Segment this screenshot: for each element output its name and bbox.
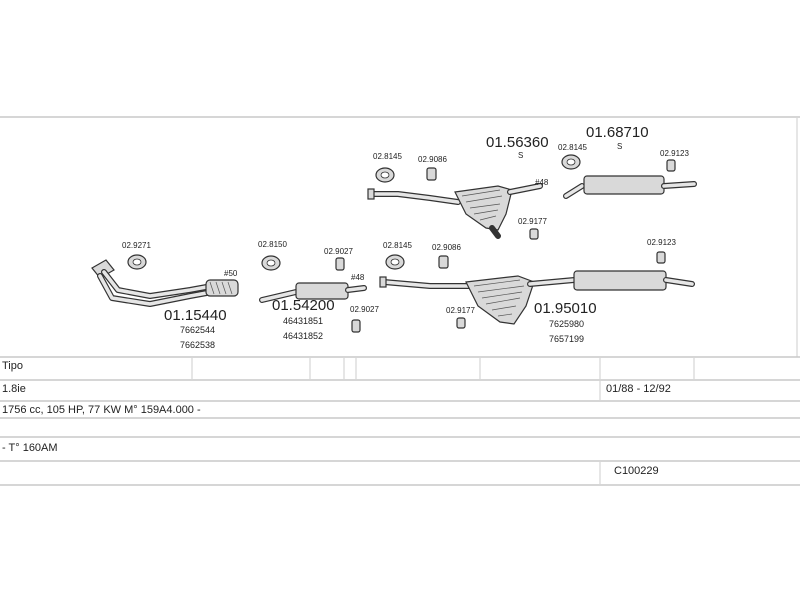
part-number-01-95010: 01.95010 <box>534 300 597 317</box>
upper-front-pipe <box>367 188 461 205</box>
upper-tail-muffler-part[interactable] <box>563 175 697 199</box>
part-number-01-56360: 01.56360 <box>486 134 549 151</box>
fitting-label: 02.8145 <box>383 241 412 250</box>
table-code: C100229 <box>614 465 659 477</box>
ref-number: 46431851 <box>283 316 323 326</box>
fitting-label: 02.8150 <box>258 240 287 249</box>
clamp-icon[interactable] <box>127 254 147 270</box>
fitting-label: 02.8145 <box>373 152 402 161</box>
hanger-icon[interactable] <box>456 317 466 329</box>
clamp-icon[interactable] <box>375 167 395 183</box>
diameter-label: #48 <box>535 178 549 187</box>
fitting-label: 02.9086 <box>432 243 461 252</box>
fitting-label: 02.9271 <box>122 241 151 250</box>
clamp-icon[interactable] <box>261 255 281 271</box>
part-number-01-68710: 01.68710 <box>586 124 649 141</box>
fitting-label: 02.9027 <box>350 305 379 314</box>
ref-number: 46431852 <box>283 331 323 341</box>
info-table-grid <box>0 356 800 486</box>
table-variant: - T° 160AM <box>2 442 58 454</box>
fitting-label: 02.9123 <box>660 149 689 158</box>
gasket-icon[interactable] <box>335 257 345 271</box>
rear-section-part[interactable] <box>379 270 695 325</box>
diameter-label: #50 <box>224 269 238 278</box>
fitting-label: 02.9177 <box>518 217 547 226</box>
table-spec: 1756 cc, 105 HP, 77 KW M° 159A4.000 - <box>2 404 201 416</box>
fitting-label: 02.9177 <box>446 306 475 315</box>
part-number-01-15440: 01.15440 <box>164 307 227 324</box>
fitting-label: 02.9027 <box>324 247 353 256</box>
ref-number: 7657199 <box>549 334 584 344</box>
part-number-01-54200: 01.54200 <box>272 297 335 314</box>
clamp-icon[interactable] <box>385 254 405 270</box>
table-date-range: 01/88 - 12/92 <box>606 383 671 395</box>
part-note-01-56360: S <box>518 151 523 160</box>
hanger-icon[interactable] <box>438 255 449 269</box>
hanger-icon[interactable] <box>426 167 437 181</box>
ref-number: 7662538 <box>180 340 215 350</box>
clamp-icon[interactable] <box>561 154 581 170</box>
part-note-01-68710: S <box>617 142 622 151</box>
fitting-label: 02.9086 <box>418 155 447 164</box>
fitting-label: 02.9123 <box>647 238 676 247</box>
table-model: Tipo <box>2 360 23 372</box>
upper-rear-muffler-part[interactable] <box>454 183 543 239</box>
gasket-icon[interactable] <box>351 319 361 333</box>
fitting-label: 02.8145 <box>558 143 587 152</box>
hanger-icon[interactable] <box>656 251 666 264</box>
front-pipe-part[interactable] <box>91 259 239 307</box>
diameter-label: #48 <box>351 273 365 282</box>
ref-number: 7625980 <box>549 319 584 329</box>
table-engine: 1.8ie <box>2 383 26 395</box>
middle-pipe-part[interactable] <box>259 282 367 303</box>
hanger-icon[interactable] <box>666 159 676 172</box>
ref-number: 7662544 <box>180 325 215 335</box>
hanger-icon[interactable] <box>529 228 539 240</box>
